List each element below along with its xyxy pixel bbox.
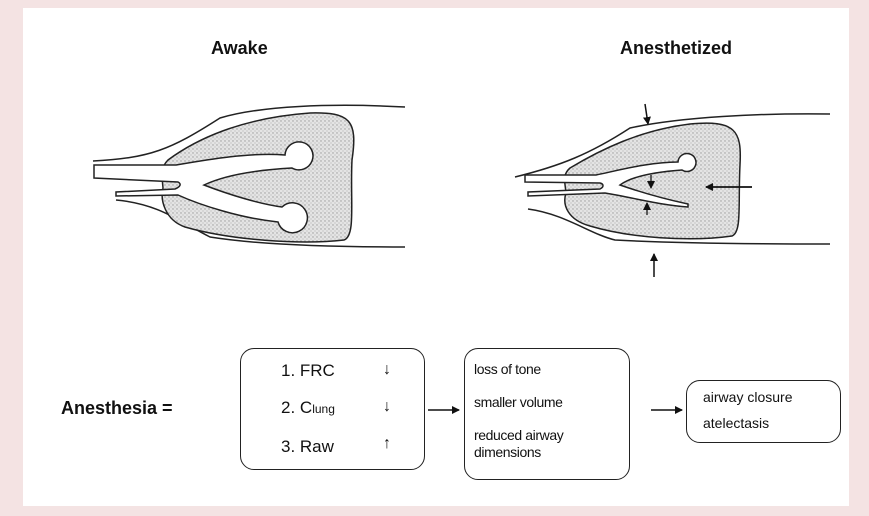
mechanisms-box: loss of tone smaller volume reduced airw… [464,348,630,480]
compression-arrow-top [645,104,648,124]
anesthetized-lung-diagram [515,104,830,277]
effect-frc: 1. FRC [281,361,335,381]
results-box: airway closure atelectasis [686,380,841,443]
result-airway-closure: airway closure [703,389,792,405]
awake-lung-diagram [93,105,405,247]
effect-clung: 2. Clung [281,398,335,418]
effects-box: 1. FRC ↓ 2. Clung ↓ 3. Raw ↑ [240,348,425,470]
effect-clung-arrow: ↓ [383,398,391,416]
mechanism-reduced-airway: reduced airway dimensions [474,427,624,461]
effect-raw: 3. Raw [281,437,334,457]
anesthesia-label: Anesthesia = [61,398,173,419]
effect-frc-arrow: ↓ [383,361,391,379]
effect-raw-arrow: ↑ [383,435,391,453]
mechanism-smaller-volume: smaller volume [474,394,563,411]
mechanism-loss-of-tone: loss of tone [474,361,541,378]
result-atelectasis: atelectasis [703,415,769,431]
